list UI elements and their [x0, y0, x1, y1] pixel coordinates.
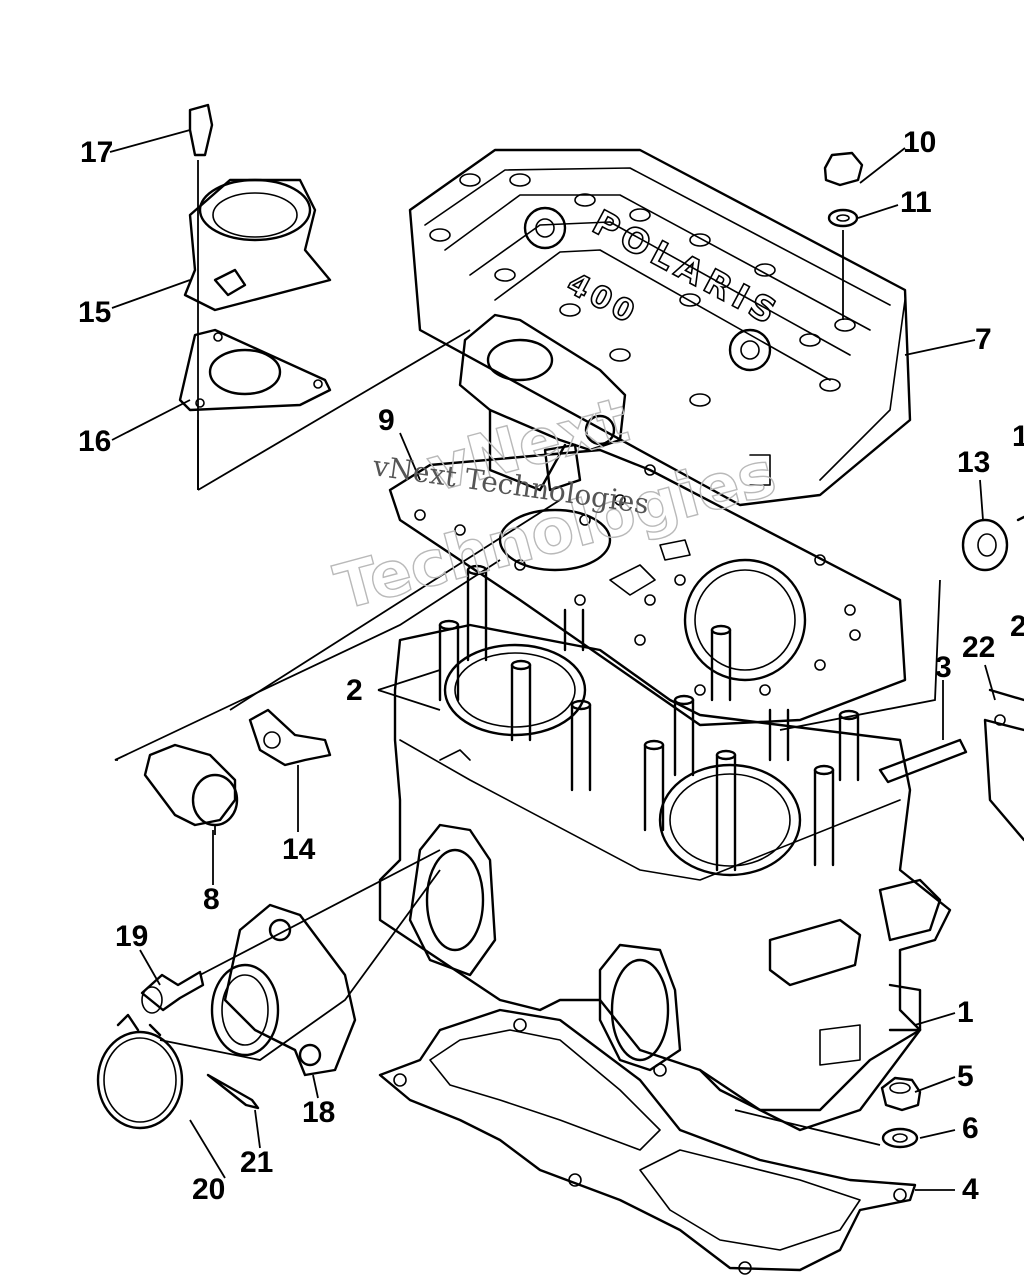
- exhaust-gasket-edge: [983, 515, 1024, 842]
- intake-flange: [210, 903, 357, 1077]
- callout-7: 7: [975, 323, 992, 356]
- callout-2: 2: [346, 674, 363, 707]
- clamp-screw: [206, 1073, 260, 1110]
- callout-8: 8: [203, 883, 220, 916]
- callout-20: 20: [192, 1173, 226, 1206]
- cylinder-block: [378, 623, 952, 1132]
- callout-19: 19: [115, 920, 149, 953]
- cap-nut-and-washer: [823, 151, 864, 228]
- callout-4: 4: [962, 1173, 979, 1206]
- callout-9: 9: [378, 404, 395, 437]
- hose-clamp: [96, 1013, 184, 1130]
- cylinder-head-cover: [408, 148, 912, 507]
- callout-22: 22: [962, 631, 996, 664]
- water-outlet-assembly: [178, 103, 332, 412]
- callout-3: 3: [935, 651, 952, 684]
- washer-13: [961, 518, 1009, 572]
- base-gasket: [378, 1008, 917, 1275]
- plug: [143, 743, 239, 827]
- callout-11: 11: [900, 186, 932, 219]
- callout-10: 10: [903, 126, 937, 159]
- callout-21: 21: [240, 1146, 274, 1179]
- thermostat-housing: [458, 313, 627, 492]
- callout-15: 15: [78, 296, 112, 329]
- nut-and-washer: [880, 1076, 922, 1149]
- callout-6: 6: [962, 1112, 979, 1145]
- socket-bolt: [140, 970, 205, 1014]
- head-studs: [438, 564, 860, 872]
- callout-5: 5: [957, 1060, 974, 1093]
- callout-1: 1: [957, 996, 974, 1029]
- assembly-lines: [114, 160, 941, 1146]
- stud: [878, 738, 968, 784]
- leader-lines: [109, 129, 996, 1191]
- callout-16: 16: [78, 425, 112, 458]
- callout-edge-right-mid: 2: [1010, 610, 1024, 643]
- cover-model-lettering: 400: [561, 266, 643, 332]
- callout-18: 18: [302, 1096, 336, 1129]
- callout-14: 14: [282, 833, 316, 866]
- callout-17: 17: [80, 136, 114, 169]
- temperature-sensor: [248, 708, 332, 767]
- callout-edge-right-top: 1: [1012, 420, 1024, 453]
- callout-13: 13: [957, 446, 991, 479]
